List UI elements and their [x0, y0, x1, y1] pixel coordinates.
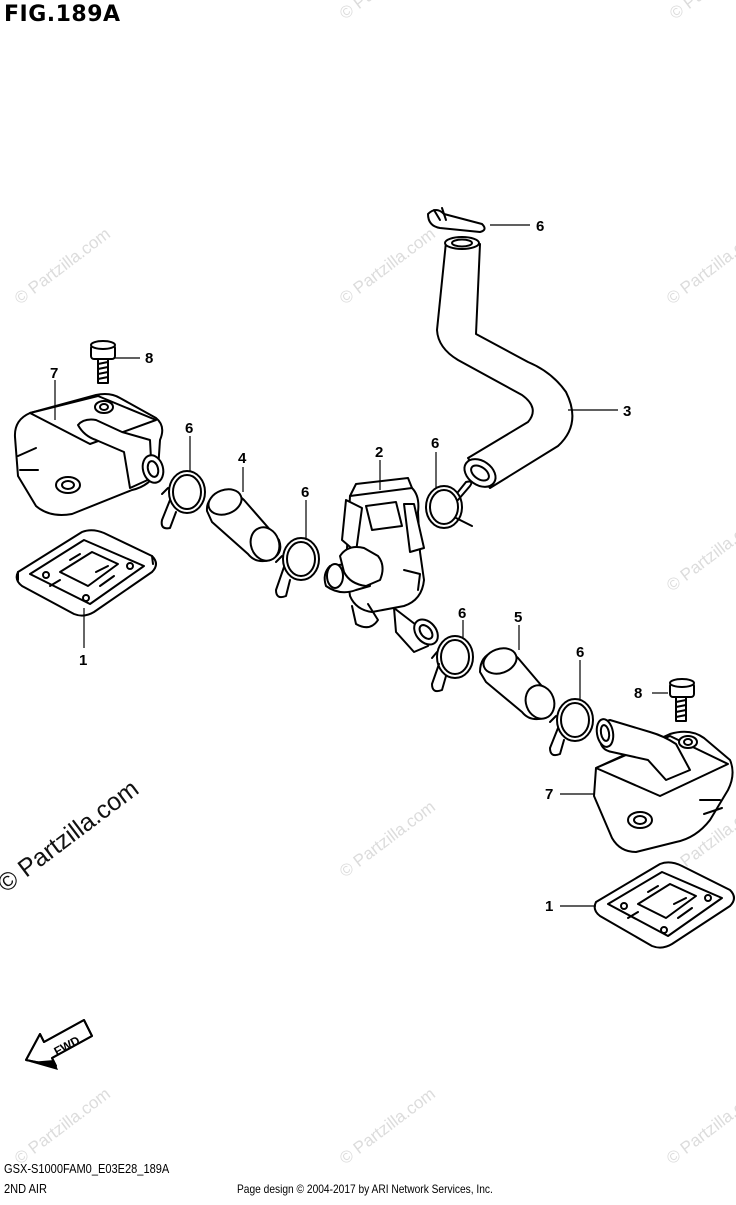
- callout-6: 6: [185, 420, 193, 437]
- leader-lines: [54, 224, 668, 907]
- watermark-text: © Partzilla.com: [336, 797, 439, 881]
- watermark-text: © Partzilla.com: [336, 0, 439, 23]
- part-1-reed-valve-lower: [593, 861, 735, 949]
- figure-code: GSX-S1000FAM0_E03E28_189A: [4, 1161, 170, 1176]
- callout-6: 6: [301, 484, 309, 501]
- callout-6: 6: [458, 605, 466, 622]
- callout-7: 7: [545, 786, 553, 803]
- part-2-air-control-valve: [323, 477, 439, 653]
- watermark-text: © Partzilla.com: [336, 224, 439, 308]
- callout-6: 6: [536, 218, 544, 235]
- page-copyright: Page design © 2004-2017 by ARI Network S…: [237, 1182, 493, 1196]
- part-1-reed-valve-upper: [15, 529, 157, 617]
- figure-subtitle: 2ND AIR: [4, 1181, 47, 1196]
- callout-6: 6: [576, 644, 584, 661]
- fwd-arrow-icon: [25, 1019, 93, 1070]
- part-7-reed-cover-upper: [13, 393, 165, 516]
- part-3-hose: [436, 236, 574, 489]
- part-4-hose-short: [205, 488, 282, 563]
- callout-3: 3: [623, 403, 631, 420]
- part-8-bolt-lower: [669, 678, 695, 722]
- callout-2: 2: [375, 444, 383, 461]
- callout-7: 7: [50, 365, 58, 382]
- callout-5: 5: [514, 609, 522, 626]
- part-6-clamp-d: [431, 635, 474, 693]
- watermark-text: © Partzilla.com: [663, 1084, 736, 1168]
- callout-1: 1: [79, 652, 87, 669]
- part-7-reed-cover-lower: [593, 718, 734, 853]
- part-6-clamp-e: [549, 698, 594, 757]
- watermark-text: © Partzilla.com: [11, 224, 114, 308]
- callout-4: 4: [238, 450, 247, 467]
- watermark-text: © Partzilla.com: [663, 224, 736, 308]
- part-6-clamp-c: [425, 480, 473, 529]
- part-5-hose-short: [479, 647, 556, 721]
- callout-1: 1: [545, 898, 553, 915]
- figure-title: FIG.189A: [4, 2, 121, 27]
- watermark-text: © Partzilla.com: [663, 511, 736, 595]
- callout-6: 6: [431, 435, 439, 452]
- watermark-text: © Partzilla.com: [666, 0, 736, 23]
- part-6-clamp-top: [427, 207, 486, 233]
- part-8-bolt-upper: [90, 340, 116, 384]
- part-6-clamp-b: [275, 537, 320, 599]
- part-6-clamp-a: [160, 470, 206, 530]
- watermark-text: © Partzilla.com: [11, 1084, 114, 1168]
- watermark-text: © Partzilla.com: [336, 1084, 439, 1168]
- callout-8: 8: [634, 685, 642, 702]
- callout-8: 8: [145, 350, 153, 367]
